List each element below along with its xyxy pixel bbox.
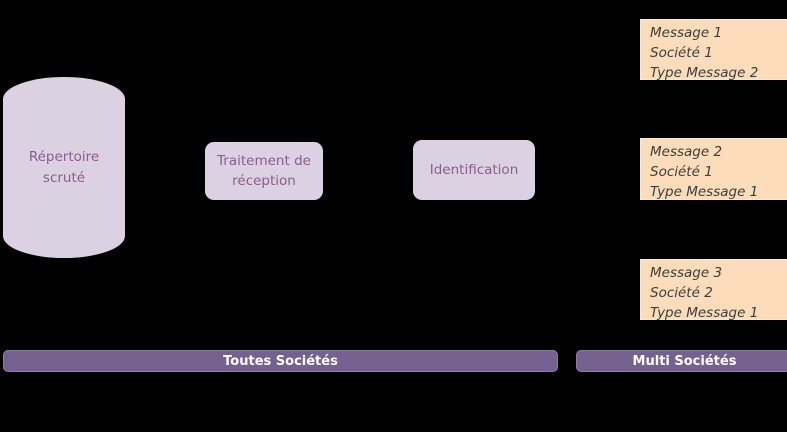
message-line: Société 2 [650,285,713,301]
message-card-3: Message 3 Société 2 Type Message 1 [640,259,787,321]
scanned-directory-label: Répertoire scruté [28,148,100,186]
message-line: Message 3 [650,265,723,281]
scanned-directory-cylinder: Répertoire scruté [3,77,125,258]
band-toutes-societes: Toutes Sociétés [3,350,558,372]
identification-label: Identification [429,162,519,178]
message-card-2: Message 2 Société 1 Type Message 1 [640,138,787,200]
message-line: Message 1 [650,25,723,41]
message-line: Société 1 [650,45,713,61]
message-line: Type Message 1 [650,184,759,200]
message-line: Message 2 [650,144,723,160]
message-line: Type Message 1 [650,305,759,321]
message-line: Société 1 [650,164,713,180]
band-toutes-societes-label: Toutes Sociétés [223,353,338,369]
band-multi-societes-label: Multi Sociétés [632,353,737,369]
reception-process-box: Traitement de réception [205,142,323,200]
identification-box: Identification [413,140,535,200]
reception-process-label: Traitement de réception [217,153,311,189]
message-card-1: Message 1 Société 1 Type Message 2 [640,19,787,81]
message-line: Type Message 2 [650,65,759,81]
band-multi-societes: Multi Sociétés [576,350,787,372]
